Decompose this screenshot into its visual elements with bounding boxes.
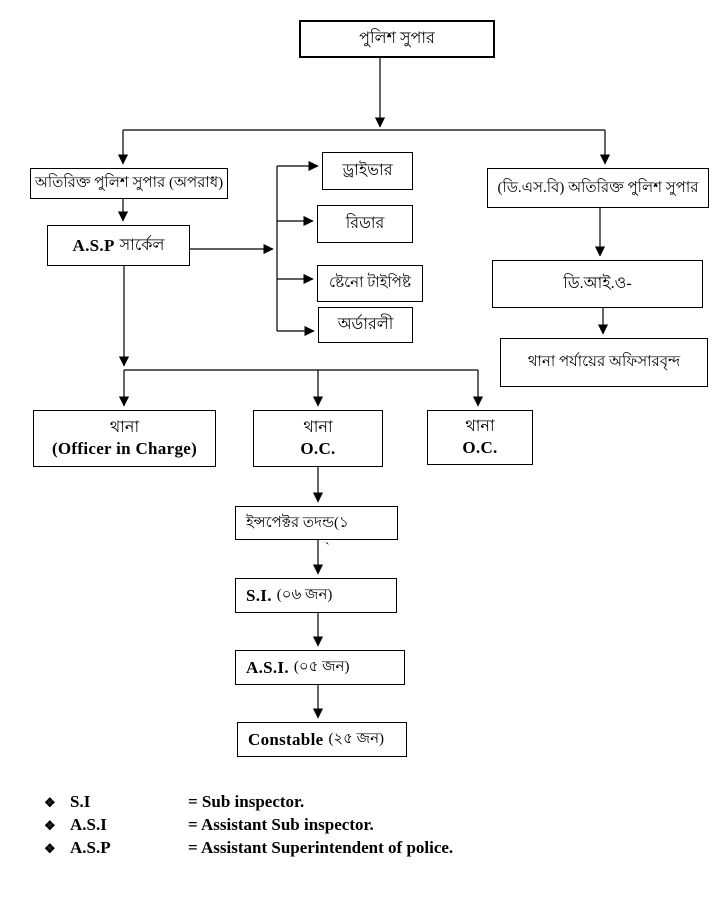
node-police-super: পুলিশ সুপার [299,20,495,58]
diamond-bullet-icon: ❖ [44,795,56,810]
node-thana-level-officers: থানা পর্যায়ের অফিসারবৃন্দ [500,338,708,387]
node-dsb-additional-police-super: (ডি.এস.বি) অতিরিক্ত পুলিশ সুপার [487,168,709,208]
legend-term-si: S.I [70,792,91,811]
diamond-bullet-icon: ❖ [44,841,56,856]
node-thana-oic-line1: থানা [109,418,140,436]
node-thana-oc-2-line1: থানা [465,417,495,435]
node-asi-label-bn: (০৫ জন) [293,659,350,676]
node-additional-police-super-crime-label: অতিরিক্ত পুলিশ সুপার (অপরাধ) [34,175,224,192]
node-si-label-bn: (০৬ জন) [276,587,333,604]
node-asp-circle-label-bn: সার্কেল [119,236,165,254]
node-thana-oc-1: থানা O.C. [253,410,383,467]
node-thana-oc-2: থানা O.C. [427,410,533,465]
node-dsb-additional-police-super-label: (ডি.এস.বি) অতিরিক্ত পুলিশ সুপার [497,179,699,196]
node-dio: ডি.আই.ও- [492,260,703,308]
node-steno-typist: ষ্টেনো টাইপিষ্ট [317,265,423,302]
node-reader: রিডার [317,205,413,243]
legend-definition-asp: = Assistant Superintendent of police. [188,838,454,857]
legend-row-asi: ❖ A.S.I = Assistant Sub inspector. [44,814,453,837]
legend: ❖ S.I = Sub inspector. ❖ A.S.I = Assista… [44,791,453,860]
legend-row-asp: ❖ A.S.P = Assistant Superintendent of po… [44,837,453,860]
node-thana-officer-in-charge: থানা (Officer in Charge) [33,410,216,467]
node-additional-police-super-crime: অতিরিক্ত পুলিশ সুপার (অপরাধ) [30,168,228,199]
node-steno-typist-label: ষ্টেনো টাইপিষ্ট [329,275,411,292]
node-constable: Constable (২৫ জন) [237,722,407,757]
node-driver-label: ড্রাইভার [342,162,393,179]
legend-term-asp: A.S.P [70,838,111,857]
node-thana-oc-2-line2: O.C. [462,437,498,457]
node-asp-circle: A.S.P সার্কেল [47,225,190,266]
node-asp-circle-label-en: A.S.P [72,235,115,255]
legend-row-si: ❖ S.I = Sub inspector. [44,791,453,814]
diamond-bullet-icon: ❖ [44,818,56,833]
node-police-super-label: পুলিশ সুপার [359,30,435,47]
legend-definition-si: = Sub inspector. [188,792,305,811]
stray-tick-mark: ` [325,541,330,556]
node-thana-oc-1-line1: থানা [303,418,333,436]
node-inspector-investigation: ইন্সপেক্টর তদন্ড(১ [235,506,398,540]
node-si: S.I. (০৬ জন) [235,578,397,613]
node-si-label-en: S.I. [246,585,272,605]
node-orderly-label: অর্ডারলী [337,316,394,333]
node-asi-label-en: A.S.I. [246,657,289,677]
node-reader-label: রিডার [345,215,385,232]
node-constable-label-bn: (২৫ জন) [328,731,385,748]
legend-term-asi: A.S.I [70,815,107,834]
node-thana-oc-1-line2: O.C. [300,438,336,458]
node-inspector-investigation-label: ইন্সপেক্টর তদন্ড(১ [246,514,349,531]
node-thana-oic-line2: (Officer in Charge) [51,438,198,458]
node-asi: A.S.I. (০৫ জন) [235,650,405,685]
node-dio-label: ডি.আই.ও- [563,275,632,292]
node-driver: ড্রাইভার [322,152,413,190]
node-thana-level-officers-label: থানা পর্যায়ের অফিসারবৃন্দ [527,354,681,371]
legend-definition-asi: = Assistant Sub inspector. [188,815,374,834]
node-constable-label-en: Constable [248,729,324,749]
node-orderly: অর্ডারলী [318,307,413,343]
